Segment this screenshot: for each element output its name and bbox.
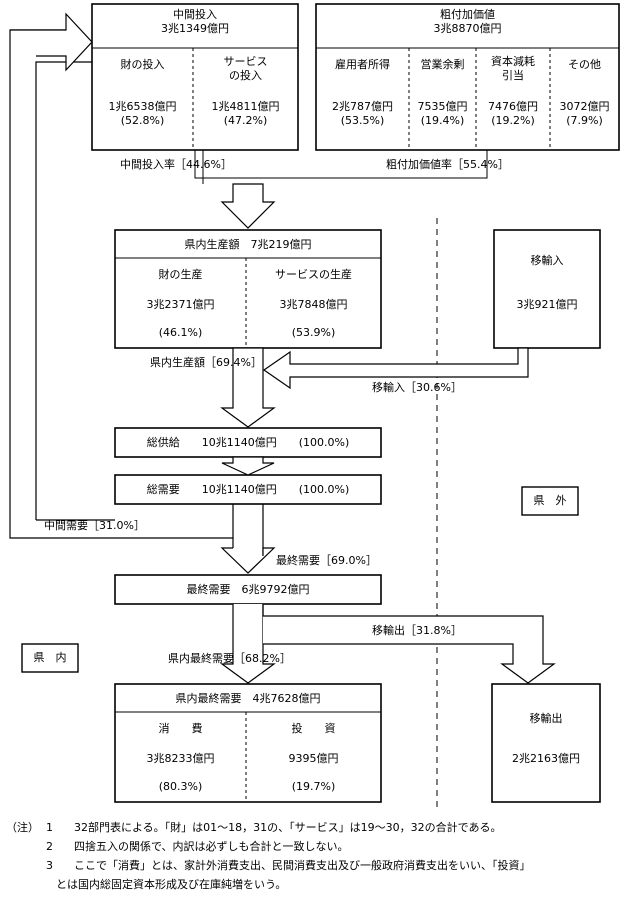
services-input-label-1: サービス	[223, 55, 268, 68]
goods-production-label: 財の生産	[158, 268, 203, 281]
goods-input-value: 1兆6538億円	[108, 100, 177, 113]
consumption-label: 消 費	[158, 722, 203, 735]
consumption-value: 3兆8233億円	[146, 752, 215, 765]
arrow-supply-to-demand	[221, 456, 275, 476]
domestic-final-demand-box	[114, 683, 382, 803]
total-supply: 総供給 10兆1140億円 (100.0%)	[146, 436, 350, 449]
final-demand-box	[114, 574, 382, 605]
compensation-value: 2兆787億円	[332, 100, 393, 113]
goods-input-pct: (52.8%)	[120, 114, 165, 127]
consumption-pct: (80.3%)	[158, 780, 203, 793]
imports-value: 3兆921億円	[516, 298, 578, 311]
intermediate-input-title: 中間投入	[173, 8, 217, 21]
services-input-label-2: の投入	[229, 69, 262, 82]
other-value: 3072億円	[559, 100, 610, 113]
goods-production-value: 3兆2371億円	[146, 298, 215, 311]
note-2-text: 四捨五入の関係で、内訳は必ずしも合計と一致しない。	[74, 840, 349, 853]
services-input-pct: (47.2%)	[223, 114, 268, 127]
note-1-text: 32部門表による。「財」は01～18，31の、「サービス」は19～30，32の合…	[74, 821, 502, 834]
investment-value: 9395億円	[288, 752, 339, 765]
note-2-number: 2	[46, 840, 53, 853]
final-demand-title: 最終需要 6兆9792億円	[186, 583, 310, 596]
note-1-number: 1	[46, 821, 53, 834]
compensation-label: 雇用者所得	[335, 58, 390, 71]
production-ratio-label: 県内生産額［69.4%］	[150, 356, 262, 369]
investment-pct: (19.7%)	[291, 780, 336, 793]
outside-label-box	[521, 486, 579, 516]
note-3-text: ここで「消費」とは、家計外消費支出、民間消費支出及び一般政府消費支出をいい、「投…	[74, 859, 531, 872]
depreciation-label-2: 引当	[502, 69, 524, 82]
note-3-text-continued: とは国内総固定資本形成及び在庫純増をいう。	[56, 878, 287, 891]
services-production-value: 3兆7848億円	[279, 298, 348, 311]
depreciation-pct: (19.2%)	[491, 114, 535, 127]
other-label: その他	[568, 58, 601, 71]
arrow-exports	[262, 604, 556, 684]
production-title: 県内生産額 7兆219億円	[184, 238, 312, 251]
import-ratio-label: 移輸入［30.6%］	[372, 381, 462, 394]
intermediate-input-total: 3兆1349億円	[161, 22, 229, 35]
exports-label: 移輸出	[529, 712, 563, 725]
value-added-ratio-label: 粗付加価値率［55.4%］	[386, 158, 509, 171]
domestic-final-demand-title: 県内最終需要 4兆7628億円	[175, 692, 321, 705]
imports-label: 移輸入	[530, 254, 564, 267]
total-supply-box	[114, 427, 382, 458]
operating-surplus-label: 営業余剰	[420, 58, 465, 71]
notes: （注） 1 32部門表による。「財」は01～18，31の、「サービス」は19～3…	[6, 818, 626, 894]
value-added-title: 粗付加価値	[440, 8, 495, 21]
depreciation-label-1: 資本減耗	[491, 55, 535, 68]
intermediate-demand-label: 中間需要［31.0%］	[44, 519, 145, 532]
goods-input-label: 財の投入	[120, 58, 165, 71]
exports-box	[491, 683, 601, 803]
intermediate-input-ratio-label: 中間投入率［44.6%］	[120, 158, 232, 171]
export-ratio-label: 移輸出［31.8%］	[372, 624, 462, 637]
imports-box	[493, 229, 601, 349]
domestic-final-demand-ratio-label: 県内最終需要［68.2%］	[168, 652, 291, 665]
services-input-value: 1兆4811億円	[211, 100, 280, 113]
arrow-final-demand	[220, 547, 276, 574]
other-pct: (7.9%)	[566, 114, 603, 127]
depreciation-value: 7476億円	[488, 100, 538, 113]
notes-prefix: （注）	[6, 821, 39, 834]
final-demand-label: 最終需要［69.0%］	[276, 554, 377, 567]
total-demand-box	[114, 474, 382, 505]
operating-surplus-pct: (19.4%)	[420, 114, 465, 127]
value-added-box	[315, 3, 620, 151]
arrow-production-down	[220, 347, 276, 428]
exports-value: 2兆2163億円	[512, 752, 580, 765]
arrow-intermediate-demand	[10, 12, 93, 72]
intermediate-input-box	[91, 3, 299, 151]
services-production-label: サービスの生産	[275, 268, 352, 281]
note-3-number: 3	[46, 859, 53, 872]
compensation-pct: (53.5%)	[340, 114, 385, 127]
total-demand: 総需要 10兆1140億円 (100.0%)	[146, 483, 350, 496]
arrow-to-production	[220, 183, 276, 229]
arrow-domestic-final	[220, 604, 276, 684]
value-added-total: 3兆8870億円	[433, 22, 502, 35]
arrow-imports	[262, 347, 529, 390]
inside-label: 県 内	[33, 651, 67, 664]
inside-label-box	[21, 643, 79, 673]
investment-label: 投 資	[291, 722, 336, 735]
goods-production-pct: (46.1%)	[158, 326, 203, 339]
outside-label: 県 外	[533, 494, 567, 507]
services-production-pct: (53.9%)	[291, 326, 336, 339]
operating-surplus-value: 7535億円	[417, 100, 468, 113]
